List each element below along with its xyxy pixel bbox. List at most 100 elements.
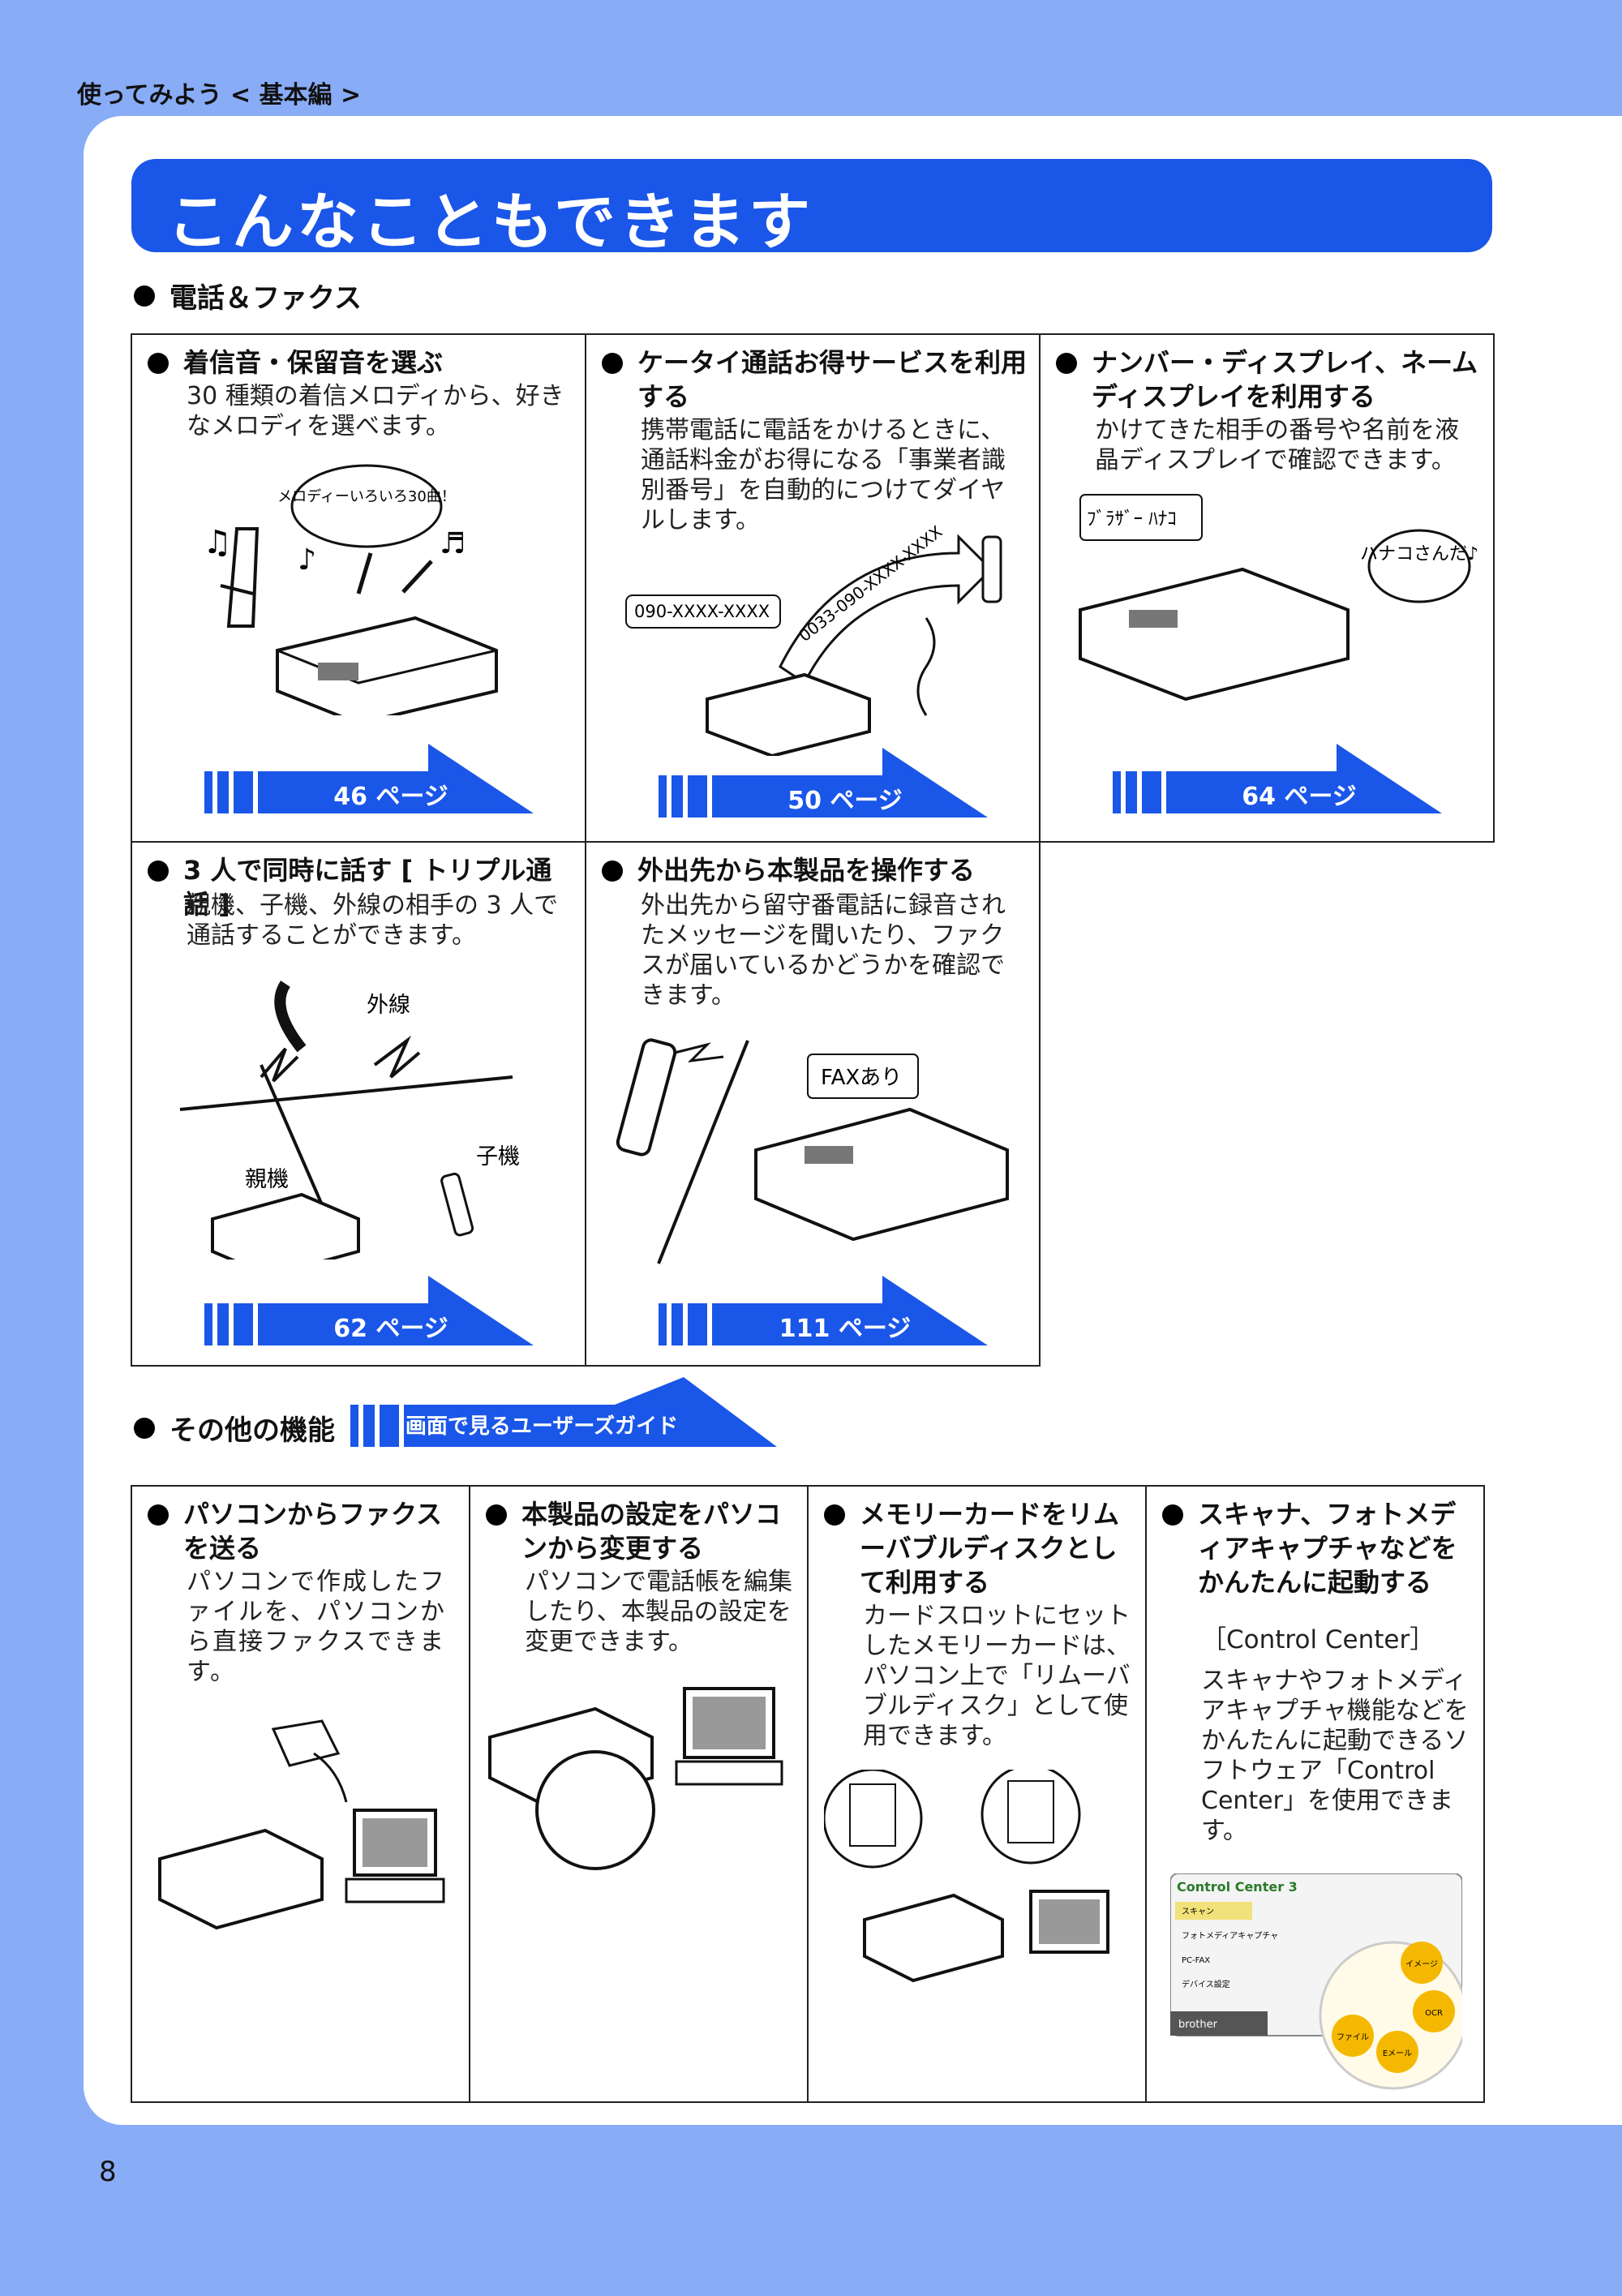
caller-id-illustration: ﾌﾞﾗｻﾞｰ ﾊﾅｺ ハナコさんだ♪ xyxy=(1079,494,1478,702)
page-reference-link[interactable]: 50 ページ xyxy=(659,748,999,819)
grid-line xyxy=(469,1485,470,2103)
file-button: ファイル xyxy=(1337,2033,1369,2042)
pc-fax-illustration xyxy=(158,1719,445,1930)
cell-title: スキャナ、フォトメディアキャプチャなどをかんたんに起動する xyxy=(1198,1499,1457,1598)
bullet-icon xyxy=(1162,1504,1183,1526)
feature-cell-control-center: スキャナ、フォトメディアキャプチャなどをかんたんに起動する ［Control C… xyxy=(1146,1486,1483,2101)
bullet-icon xyxy=(134,1417,155,1439)
grid-line xyxy=(131,1485,132,2103)
removable-disk-illustration xyxy=(824,1770,1109,1983)
page-reference-link[interactable]: 111 ページ xyxy=(659,1276,999,1347)
fax-status-display: FAXあり xyxy=(821,1066,902,1090)
page-number: 8 xyxy=(99,2156,117,2188)
user-guide-reference-label: 画面で見るユーザーズガイド xyxy=(405,1414,679,1439)
feature-cell-mobile-discount: ケータイ通話お得サービスを利用する 携帯電話に電話をかけるときに、通話料金がお得… xyxy=(586,334,1040,841)
base-unit-label: 親機 xyxy=(245,1167,289,1192)
cell-description: パソコンで電話帳を編集したり、本製品の設定を変更できます。 xyxy=(525,1568,792,1656)
cell-title: 本製品の設定をパソコンから変更する xyxy=(521,1499,782,1564)
cell-title: 着信音・保留音を選ぶ xyxy=(183,347,444,378)
page-reference-link[interactable]: 46 ページ xyxy=(204,744,545,815)
cell-description: パソコンで作成したファイルを、パソコンから直接ファクスできます。 xyxy=(187,1568,446,1686)
grid-line xyxy=(131,333,132,1367)
brand-logo: brother xyxy=(1178,2019,1218,2031)
menu-item-pc-fax: PC-FAX xyxy=(1182,1956,1210,1965)
cell-title: ナンバー・ディスプレイ、ネームディスプレイを利用する xyxy=(1092,347,1478,412)
menu-item-device-settings: デバイス設定 xyxy=(1182,1979,1230,1989)
image-button: イメージ xyxy=(1405,1960,1438,1969)
cell-description: かけてきた相手の番号や名前を液晶ディスプレイで確認できます。 xyxy=(1095,416,1460,474)
section-heading-text: 電話＆ファクス xyxy=(169,282,362,315)
bullet-icon xyxy=(1056,353,1077,374)
grid-line xyxy=(1493,333,1495,843)
bullet-icon xyxy=(486,1504,507,1526)
header-label: 使ってみよう < 基本編 > xyxy=(77,81,362,109)
grid-line xyxy=(585,333,586,1367)
svg-text:♫: ♫ xyxy=(203,524,232,561)
cell-description: 外出先から留守番電話に録音されたメッセージを聞いたり、ファクスが届いているかどう… xyxy=(641,891,1006,1010)
feature-cell-caller-id: ナンバー・ディスプレイ、ネームディスプレイを利用する かけてきた相手の番号や名前… xyxy=(1040,334,1494,841)
outside-line-label: 外線 xyxy=(367,993,410,1018)
handset-label: 子機 xyxy=(476,1144,520,1169)
app-name-label: Control Center 3 xyxy=(1177,1879,1298,1895)
bullet-icon xyxy=(148,860,169,882)
bullet-icon xyxy=(134,285,155,307)
grid-line xyxy=(1039,333,1041,1367)
menu-item-scan: スキャン xyxy=(1182,1908,1214,1916)
feature-cell-remote-setup: 本製品の設定をパソコンから変更する パソコンで電話帳を編集したり、本製品の設定を… xyxy=(470,1486,807,2101)
control-center-screenshot: Control Center 3 スキャン フォトメディアキャプチャ PC-FA… xyxy=(1169,1873,1468,2092)
section-heading-phone-fax: 電話＆ファクス xyxy=(134,276,362,315)
grid-line xyxy=(131,841,1494,843)
page-reference-link[interactable]: 62 ページ xyxy=(204,1276,545,1347)
cell-description: 親機、子機、外線の相手の 3 人で通話することができます。 xyxy=(187,891,559,950)
grid-line xyxy=(1145,1485,1147,2103)
feature-cell-ringtone: 着信音・保留音を選ぶ 30 種類の着信メロディから、好きなメロディを選べます。 … xyxy=(131,334,586,841)
cell-description: 30 種類の着信メロディから、好きなメロディを選べます。 xyxy=(187,382,564,440)
svg-text:♬: ♬ xyxy=(440,527,466,560)
mobile-discount-illustration: 090-XXXX-XXXX 0033-090-XXXX-XXXX xyxy=(625,521,1002,756)
cell-description: カードスロットにセットしたメモリーカードは、パソコン上で「リムーバブルディスク」… xyxy=(863,1602,1131,1750)
feature-cell-pc-fax: パソコンからファクスを送る パソコンで作成したファイルを、パソコンから直接ファク… xyxy=(131,1486,469,2101)
feature-cell-triple-call: 3 人で同時に話す [ トリプル通話 ] 親機、子機、外線の相手の 3 人で通話… xyxy=(131,842,586,1365)
bullet-icon xyxy=(602,353,623,374)
page-reference-label: 50 ページ xyxy=(787,787,903,815)
bullet-icon xyxy=(602,860,623,882)
page-reference-label: 46 ページ xyxy=(333,783,448,811)
section-heading-other: その他の機能 xyxy=(134,1408,335,1448)
feature-cell-remote-access: 外出先から本製品を操作する 外出先から留守番電話に録音されたメッセージを聞いたり… xyxy=(586,842,1040,1365)
email-button: Eメール xyxy=(1383,2049,1412,2058)
grid-line xyxy=(1483,1485,1485,2103)
speech-bubble: ハナコさんだ♪ xyxy=(1360,544,1478,564)
title-bar: こんなこともできます xyxy=(131,159,1492,258)
bullet-icon xyxy=(148,1504,169,1526)
grid-line xyxy=(131,333,1494,335)
grid-line xyxy=(807,1485,809,2103)
page-reference-link[interactable]: 64 ページ xyxy=(1113,744,1453,815)
cell-title: ケータイ通話お得サービスを利用する xyxy=(637,347,1028,412)
cell-title: 外出先から本製品を操作する xyxy=(637,855,976,886)
cell-title: パソコンからファクスを送る xyxy=(183,1499,443,1564)
cell-title: メモリーカードをリムーバブルディスクとして利用する xyxy=(860,1499,1120,1598)
cell-description: 携帯電話に電話をかけるときに、通話料金がお得になる「事業者識別番号」を自動的につ… xyxy=(641,416,1006,534)
svg-text:♪: ♪ xyxy=(298,543,316,577)
page-reference-label: 111 ページ xyxy=(779,1315,912,1343)
remote-setup-illustration xyxy=(488,1687,783,1870)
speech-bubble: メロディーいろいろ30曲！ xyxy=(277,488,456,505)
ocr-button: OCR xyxy=(1425,2009,1443,2018)
page-reference-label: 62 ページ xyxy=(333,1315,448,1343)
bullet-icon xyxy=(148,353,169,374)
dialed-number-box: 090-XXXX-XXXX xyxy=(634,602,770,621)
section-heading-text: その他の機能 xyxy=(169,1414,335,1447)
cell-title: 3 人で同時に話す [ トリプル通話 ] xyxy=(183,855,552,920)
user-guide-reference-link[interactable]: 画面で見るユーザーズガイド xyxy=(350,1377,788,1448)
page-title: こんなこともできます xyxy=(167,186,813,258)
ringtone-illustration: メロディーいろいろ30曲！ ♫ ♪ ♬ xyxy=(203,464,498,715)
caller-name-display: ﾌﾞﾗｻﾞｰ ﾊﾅｺ xyxy=(1087,509,1177,530)
feature-cell-removable-disk: メモリーカードをリムーバブルディスクとして利用する カードスロットにセットしたメ… xyxy=(808,1486,1145,2101)
bullet-icon xyxy=(824,1504,845,1526)
remote-access-illustration: FAXあり xyxy=(616,1038,1009,1264)
triple-call-illustration: 外線 親機 子機 xyxy=(179,981,520,1260)
cell-subtitle: ［Control Center］ xyxy=(1201,1625,1435,1654)
menu-item-photo-capture: フォトメディアキャプチャ xyxy=(1182,1930,1278,1941)
page-reference-label: 64 ページ xyxy=(1242,783,1357,811)
cell-description: スキャナやフォトメディアキャプチャ機能などをかんたんに起動できるソフトウェア「C… xyxy=(1201,1667,1469,1845)
